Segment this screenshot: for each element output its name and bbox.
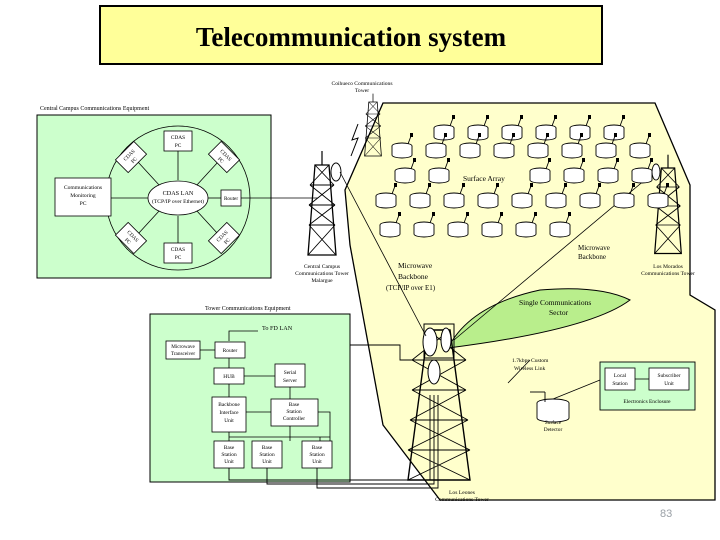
svg-text:Base: Base bbox=[224, 445, 235, 451]
svg-text:Backbone: Backbone bbox=[218, 402, 240, 408]
svg-text:Base: Base bbox=[312, 445, 323, 451]
svg-text:Communications Tower: Communications Tower bbox=[641, 271, 695, 277]
svg-text:Station: Station bbox=[309, 452, 325, 458]
central-campus-tower: Central Campus Communications Tower Mala… bbox=[295, 150, 349, 284]
svg-text:Unit: Unit bbox=[224, 459, 234, 465]
svg-text:Station: Station bbox=[286, 409, 302, 415]
svg-text:Transceiver: Transceiver bbox=[171, 351, 196, 357]
backbone-interface-box: Backbone Interface Unit bbox=[211, 396, 247, 433]
svg-text:Server: Server bbox=[283, 378, 297, 384]
wireless-link-label-1: 1.7kbps Custom bbox=[512, 358, 549, 364]
surface-detector: Surface Detector bbox=[507, 359, 601, 433]
sector-label-2: Sector bbox=[549, 308, 569, 317]
microwave-backbone-center-2: Backbone bbox=[398, 272, 429, 281]
svg-text:Malargue: Malargue bbox=[311, 278, 333, 284]
svg-text:Communications Tower: Communications Tower bbox=[295, 271, 349, 277]
base-station-unit-3: Base Station Unit bbox=[301, 440, 333, 469]
cdas-pc-bottom: CDAS PC bbox=[163, 242, 193, 264]
svg-text:Station: Station bbox=[221, 452, 237, 458]
svg-text:PC: PC bbox=[223, 237, 232, 246]
microwave-transceiver-box: Microwave Transceiver bbox=[165, 340, 201, 360]
svg-text:CDAS LAN: CDAS LAN bbox=[163, 190, 194, 197]
svg-text:Unit: Unit bbox=[312, 459, 322, 465]
svg-text:(TCP/IP over Ethernet): (TCP/IP over Ethernet) bbox=[152, 198, 204, 205]
svg-text:Los Morados: Los Morados bbox=[653, 264, 683, 270]
electronics-enclosure: Local Station Subscriber Unit Electronic… bbox=[599, 361, 696, 411]
microwave-backbone-right-2: Backbone bbox=[578, 253, 606, 261]
svg-text:CDAS: CDAS bbox=[171, 247, 185, 253]
page-number: 83 bbox=[660, 508, 673, 520]
svg-text:Electronics Enclosure: Electronics Enclosure bbox=[623, 399, 671, 405]
cdas-pc-lower-left: CDAS PC bbox=[114, 221, 148, 255]
svg-text:Base: Base bbox=[289, 402, 300, 408]
svg-text:Unit: Unit bbox=[224, 418, 234, 424]
slide-title: Telecommunication system bbox=[195, 22, 507, 52]
wireless-link-label-2: Wireless Link bbox=[514, 366, 546, 372]
microwave-backbone-center-1: Microwave bbox=[398, 261, 433, 270]
svg-text:Monitoring: Monitoring bbox=[70, 193, 96, 199]
svg-text:Coihueco Communications: Coihueco Communications bbox=[331, 81, 392, 87]
los-leones-tower: Los Leones Communications Tower bbox=[407, 323, 489, 503]
central-campus-heading: Central Campus Communications Equipment bbox=[40, 106, 149, 112]
svg-text:Base: Base bbox=[262, 445, 273, 451]
serial-server-box: Serial Server bbox=[274, 363, 306, 388]
svg-text:PC: PC bbox=[80, 201, 87, 207]
svg-text:PC: PC bbox=[123, 237, 132, 246]
svg-text:Detector: Detector bbox=[544, 427, 563, 433]
base-station-controller-box: Base Station Controller bbox=[270, 398, 319, 427]
title-box: Telecommunication system bbox=[99, 5, 603, 65]
svg-text:Communications Tower: Communications Tower bbox=[435, 497, 489, 503]
svg-text:Subscriber: Subscriber bbox=[657, 373, 680, 379]
svg-text:Serial: Serial bbox=[284, 370, 297, 376]
svg-text:Central Campus: Central Campus bbox=[304, 264, 340, 270]
cdas-pc-upper-left: CDAS PC bbox=[114, 140, 148, 174]
svg-text:Los Leones: Los Leones bbox=[449, 490, 475, 496]
sector-wedge bbox=[447, 288, 631, 349]
svg-text:Router: Router bbox=[223, 348, 238, 354]
svg-text:Router: Router bbox=[224, 196, 238, 202]
microwave-backbone-right-1: Microwave bbox=[578, 244, 610, 252]
central-campus-panel: Central Campus Communications Equipment … bbox=[36, 106, 318, 279]
tower-cables bbox=[228, 344, 439, 489]
svg-text:HUB: HUB bbox=[223, 374, 235, 380]
cdas-lan-hub: CDAS LAN (TCP/IP over Ethernet) bbox=[147, 180, 209, 216]
hub-box: HUB bbox=[213, 367, 245, 385]
monitoring-pc-box: Communications Monitoring PC bbox=[54, 177, 112, 217]
svg-text:PC: PC bbox=[130, 156, 139, 165]
los-morados-tower: Los Morados Communications Tower bbox=[641, 154, 695, 277]
to-fd-lan-label: To FD LAN bbox=[262, 325, 293, 332]
tower-equipment-panel: Tower Communications Equipment To FD LAN… bbox=[149, 306, 351, 483]
svg-text:Surface: Surface bbox=[545, 419, 562, 426]
cdas-pc-lower-right: CDAS PC bbox=[207, 221, 241, 255]
svg-text:Unit: Unit bbox=[262, 459, 272, 465]
svg-text:CDAS: CDAS bbox=[171, 135, 185, 141]
svg-text:Station: Station bbox=[612, 381, 628, 387]
svg-text:Controller: Controller bbox=[283, 416, 305, 422]
base-station-unit-1: Base Station Unit bbox=[213, 440, 245, 469]
svg-text:PC: PC bbox=[175, 255, 182, 261]
cdas-pc-upper-right: CDAS PC bbox=[207, 140, 241, 174]
svg-text:Station: Station bbox=[259, 452, 275, 458]
svg-text:Microwave: Microwave bbox=[171, 344, 195, 350]
svg-text:Tower: Tower bbox=[355, 88, 369, 94]
svg-text:Communications: Communications bbox=[64, 185, 102, 191]
svg-text:Local: Local bbox=[614, 373, 627, 379]
svg-text:Interface: Interface bbox=[219, 409, 239, 416]
svg-text:PC: PC bbox=[175, 143, 182, 149]
tower-router-box: Router bbox=[214, 341, 246, 359]
surface-array-label: Surface Array bbox=[463, 174, 505, 183]
base-station-unit-2: Base Station Unit bbox=[251, 440, 283, 469]
sector-label-1: Single Communications bbox=[519, 298, 591, 307]
tower-equipment-heading: Tower Communications Equipment bbox=[205, 306, 291, 312]
svg-text:PC: PC bbox=[216, 156, 225, 165]
svg-text:Unit: Unit bbox=[664, 381, 674, 387]
microwave-backbone-center-3: (TCP/IP over E1) bbox=[386, 284, 436, 292]
cdas-pc-top: CDAS PC bbox=[163, 130, 193, 152]
coihueco-tower: Coihueco Communications Tower bbox=[331, 81, 393, 157]
central-router-box: Router bbox=[220, 189, 242, 207]
